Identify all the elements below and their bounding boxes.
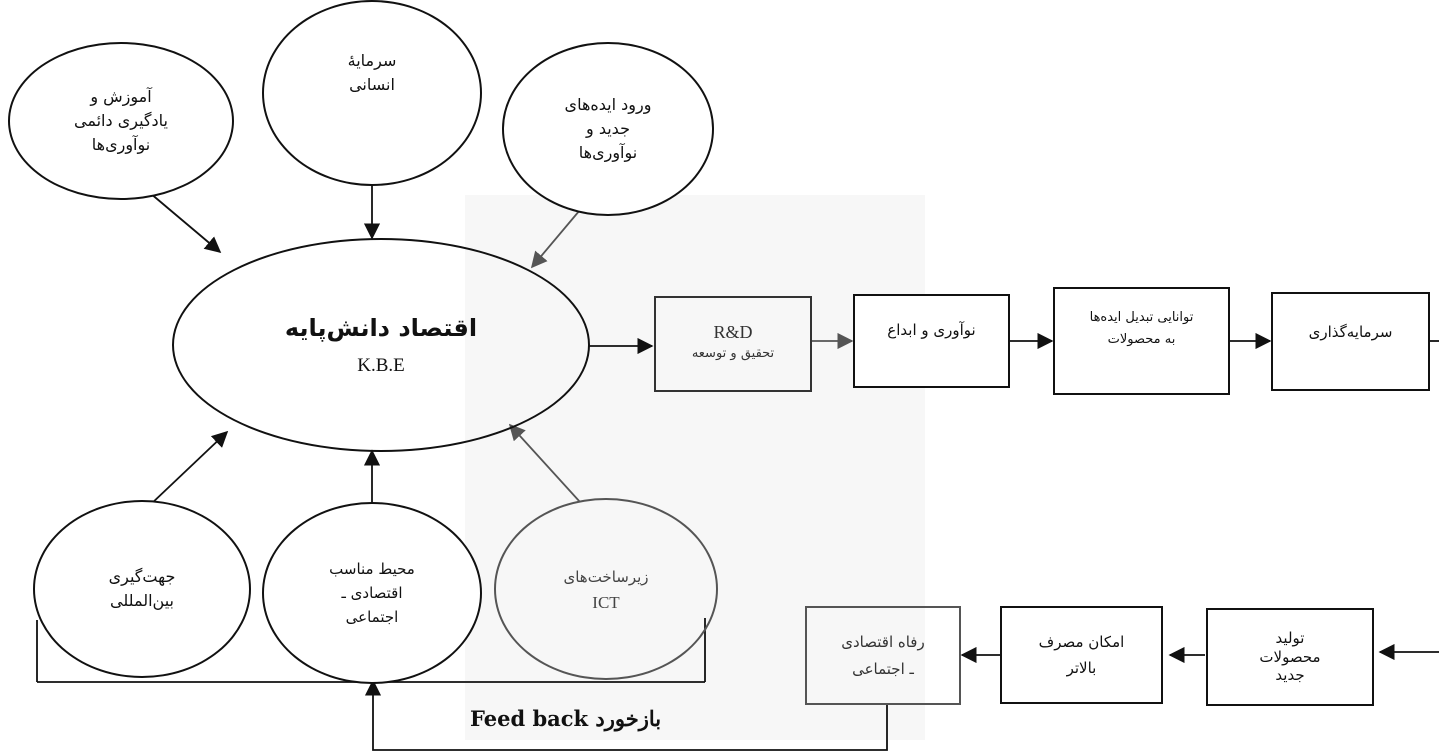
conversion-box: توانایی تبدیل ایده‌ها به محصولات <box>1053 287 1230 395</box>
ict-label-en: ICT <box>592 593 620 612</box>
rnd-label-fa: تحقیق و توسعه <box>691 346 775 362</box>
arrow-ideas-to-kbe <box>530 203 586 269</box>
environment-label: محیط مناسب اقتصادی ـ اجتماعی <box>329 560 415 626</box>
innovation-label: نوآوری و ابداع <box>887 321 976 339</box>
human-capital-node: سرمایهٔ انسانی <box>262 0 482 186</box>
feedback-line <box>364 679 888 751</box>
international-label: جهت‌گیری بین‌المللی <box>108 567 176 610</box>
kbe-title: اقتصاد دانش‌پایه <box>284 314 478 343</box>
arrow-ict-to-kbe <box>508 423 581 503</box>
consumption-label: امکان مصرف بالاتر <box>1038 632 1125 677</box>
kbe-center-node: اقتصاد دانش‌پایه K.B.E <box>172 238 590 452</box>
conversion-label: توانایی تبدیل ایده‌ها به محصولات <box>1089 310 1194 348</box>
welfare-label: رفاه اقتصادی ـ اجتماعی <box>841 633 925 678</box>
ict-label-fa: زیرساخت‌های <box>563 568 649 586</box>
kbe-subtitle: K.B.E <box>357 354 405 376</box>
investment-box: سرمایه‌گذاری <box>1271 292 1430 391</box>
feedback-label: بازخورد Feed back <box>470 706 662 731</box>
rnd-label-en: R&D <box>713 322 753 343</box>
learning-node: آموزش و یادگیری دائمی نوآوری‌ها <box>8 42 234 200</box>
welfare-box: رفاه اقتصادی ـ اجتماعی <box>805 606 961 705</box>
environment-node: محیط مناسب اقتصادی ـ اجتماعی <box>262 502 482 684</box>
new-products-label: تولید محصولات جدید <box>1259 628 1321 685</box>
new-ideas-node: ورود ایده‌های جدید و نوآوری‌ها <box>502 42 714 216</box>
ict-node: زیرساخت‌های ICT <box>494 498 718 680</box>
investment-label: سرمایه‌گذاری <box>1308 323 1393 341</box>
human-capital-label: سرمایهٔ انسانی <box>347 51 397 94</box>
new-products-box: تولید محصولات جدید <box>1206 608 1374 706</box>
arrow-learning-to-kbe <box>149 192 222 254</box>
consumption-box: امکان مصرف بالاتر <box>1000 606 1163 704</box>
innovation-box: نوآوری و ابداع <box>853 294 1010 388</box>
learning-label: آموزش و یادگیری دائمی نوآوری‌ها <box>74 87 168 154</box>
international-node: جهت‌گیری بین‌المللی <box>33 500 251 678</box>
rnd-box: R&D تحقیق و توسعه <box>654 296 812 392</box>
arrow-international-to-kbe <box>149 430 229 506</box>
new-ideas-label: ورود ایده‌های جدید و نوآوری‌ها <box>564 95 652 162</box>
